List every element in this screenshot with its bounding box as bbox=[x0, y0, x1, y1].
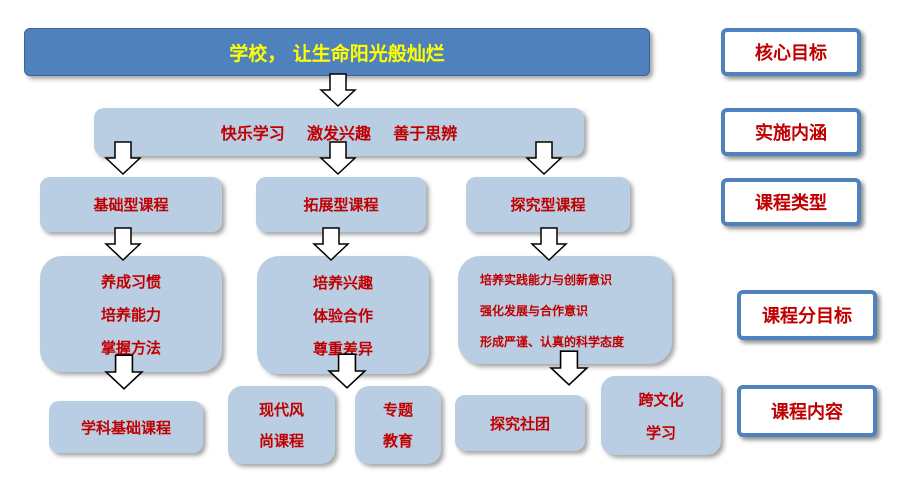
content-cross-culture-line: 学习 bbox=[645, 423, 676, 442]
content-topic-education-line: 专题 bbox=[382, 401, 413, 419]
label-course-sub-goal: 课程分目标 bbox=[737, 290, 877, 340]
implementation-text: 快乐学习 激发兴趣 善于思辨 bbox=[220, 124, 458, 143]
content-modern-fashion: 现代风 尚课程 bbox=[228, 386, 335, 464]
label-course-content-text: 课程内容 bbox=[771, 402, 843, 423]
content-modern-fashion-line: 尚课程 bbox=[258, 432, 304, 450]
content-inquiry-club: 探究社团 bbox=[455, 395, 585, 451]
down-arrow-icon bbox=[312, 227, 350, 262]
content-cross-culture: 跨文化 学习 bbox=[601, 376, 721, 455]
down-arrow-icon bbox=[327, 353, 367, 389]
sub-goal-inquiry-line: 培养实践能力与创新意识 bbox=[480, 272, 613, 287]
down-arrow-icon bbox=[525, 141, 563, 176]
course-type-inquiry-label: 探究型课程 bbox=[510, 196, 586, 214]
down-arrow-icon bbox=[319, 73, 357, 108]
sub-goal-basic-line: 养成习惯 bbox=[100, 272, 161, 291]
down-arrow-icon bbox=[104, 354, 144, 390]
content-topic-education: 专题 教育 bbox=[355, 386, 441, 464]
content-inquiry-club-label: 探究社团 bbox=[489, 414, 550, 433]
content-basic-subjects-label: 学科基础课程 bbox=[80, 418, 171, 437]
core-goal-text: 学校， 让生命阳光般灿烂 bbox=[229, 42, 445, 65]
label-course-sub-goal-text: 课程分目标 bbox=[762, 306, 852, 327]
label-core-goal: 核心目标 bbox=[721, 28, 861, 76]
content-cross-culture-line: 跨文化 bbox=[638, 390, 684, 409]
down-arrow-icon bbox=[319, 141, 357, 176]
label-core-goal-text: 核心目标 bbox=[755, 43, 827, 64]
sub-goal-extended-line: 体验合作 bbox=[312, 306, 373, 325]
course-type-basic-label: 基础型课程 bbox=[93, 196, 169, 214]
label-course-type-text: 课程类型 bbox=[755, 193, 827, 214]
label-connotation: 实施内涵 bbox=[721, 108, 861, 156]
label-connotation-text: 实施内涵 bbox=[755, 123, 827, 144]
sub-goal-basic-line: 掌握方法 bbox=[100, 338, 161, 357]
label-course-content: 课程内容 bbox=[737, 385, 877, 437]
content-topic-education-line: 教育 bbox=[382, 432, 413, 450]
sub-goal-basic: 养成习惯 培养能力 掌握方法 bbox=[40, 256, 222, 372]
sub-goal-inquiry-line: 强化发展与合作意识 bbox=[480, 303, 589, 318]
sub-goal-extended-line: 培养兴趣 bbox=[312, 273, 373, 292]
down-arrow-icon bbox=[530, 227, 568, 262]
sub-goal-inquiry: 培养实践能力与创新意识 强化发展与合作意识 形成严谨、认真的科学态度 bbox=[458, 256, 672, 364]
content-modern-fashion-line: 现代风 bbox=[258, 401, 304, 419]
label-course-type: 课程类型 bbox=[721, 178, 861, 226]
content-basic-subjects: 学科基础课程 bbox=[49, 401, 203, 453]
core-goal-box: 学校， 让生命阳光般灿烂 bbox=[24, 28, 650, 76]
sub-goal-basic-line: 培养能力 bbox=[100, 305, 161, 324]
course-type-basic: 基础型课程 bbox=[40, 177, 222, 232]
course-type-extended: 拓展型课程 bbox=[256, 177, 426, 232]
down-arrow-icon bbox=[104, 227, 142, 262]
down-arrow-icon bbox=[104, 141, 142, 176]
sub-goal-extended-line: 尊重差异 bbox=[312, 339, 373, 358]
down-arrow-icon bbox=[549, 350, 589, 386]
course-type-extended-label: 拓展型课程 bbox=[303, 196, 379, 214]
course-type-inquiry: 探究型课程 bbox=[466, 177, 630, 232]
sub-goal-inquiry-line: 形成严谨、认真的科学态度 bbox=[480, 334, 625, 349]
